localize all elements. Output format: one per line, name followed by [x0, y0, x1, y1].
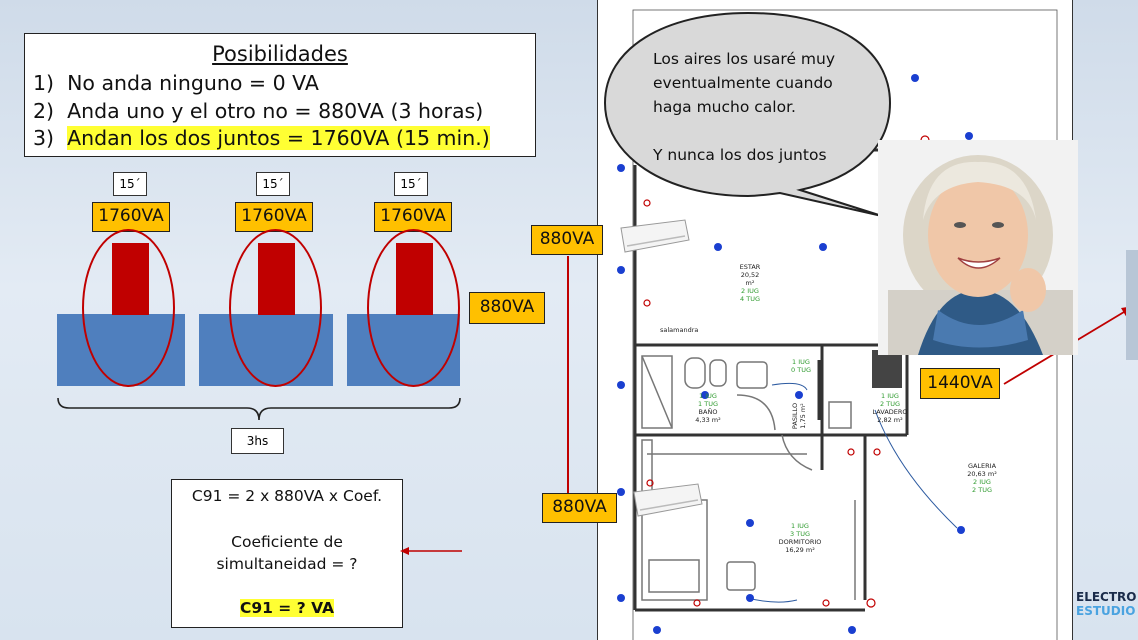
coef-line-1: Coeficiente de: [231, 533, 343, 551]
speech-text: Los aires los usaré muy eventualmente cu…: [653, 50, 836, 164]
room-lavadero: 1 IUG 2 TUG LAVADERO 2,82 m²: [872, 392, 908, 424]
ac-link-line: [567, 256, 569, 496]
posibilidades-box: Posibilidades 1) No anda ninguno = 0 VA …: [24, 33, 536, 157]
time-brace: [57, 397, 461, 421]
c91-result: C91 = ? VA: [239, 599, 335, 617]
air-conditioner-bottom: [633, 483, 703, 517]
other-load-va-label: 1440VA: [920, 368, 1000, 399]
ac-bottom-va-label: 880VA: [542, 493, 617, 523]
brace-label: 3hs: [231, 428, 284, 454]
coef-line-2: simultaneidad = ?: [216, 555, 358, 573]
posibilidades-title: Posibilidades: [212, 42, 348, 66]
peak-label-2: 1760VA: [235, 202, 313, 232]
room-bano: 1 IUG 1 TUG BAÑO 4,33 m²: [695, 392, 721, 424]
base-va-label: 880VA: [469, 292, 545, 324]
time-tag-1: 15´: [113, 172, 147, 196]
salamandra-label: salamandra: [660, 326, 699, 334]
electro-estudio-logo: ELECTRO ESTUDIO: [1076, 590, 1137, 618]
c91-formula: C91 = 2 x 880VA x Coef.: [191, 487, 383, 505]
highlight-ellipse-1: [82, 229, 175, 387]
room-cocina: 1 IUG 0 TUG: [791, 358, 811, 374]
room-estar: ESTAR 20,52 m² 2 IUG 4 TUG: [739, 263, 761, 303]
room-dormitorio: 1 IUG 3 TUG DORMITORIO 16,29 m²: [778, 522, 822, 554]
speech-bubble: [603, 11, 892, 217]
highlight-ellipse-3: [367, 229, 460, 387]
posibilidad-3: 3) Andan los dos juntos = 1760VA (15 min…: [33, 126, 490, 150]
arrow-to-c91: [400, 547, 462, 555]
room-pasillo: PASILLO 1,75 m²: [791, 402, 807, 430]
c91-box: C91 = 2 x 880VA x Coef. Coeficiente de s…: [171, 479, 403, 628]
peak-label-3: 1760VA: [374, 202, 452, 232]
posibilidad-1: 1) No anda ninguno = 0 VA: [33, 71, 319, 95]
room-galeria: GALERIA 20,63 m² 2 IUG 2 TUG: [967, 462, 997, 494]
air-conditioner-top: [620, 219, 690, 253]
time-tag-2: 15´: [256, 172, 290, 196]
woman-photo: [878, 140, 1078, 355]
time-tag-3: 15´: [394, 172, 428, 196]
peak-label-1: 1760VA: [92, 202, 170, 232]
right-edge-panel: [1126, 250, 1138, 360]
ac-top-va-label: 880VA: [531, 225, 603, 255]
posibilidad-2: 2) Anda uno y el otro no = 880VA (3 hora…: [33, 99, 484, 123]
highlight-ellipse-2: [229, 229, 322, 387]
